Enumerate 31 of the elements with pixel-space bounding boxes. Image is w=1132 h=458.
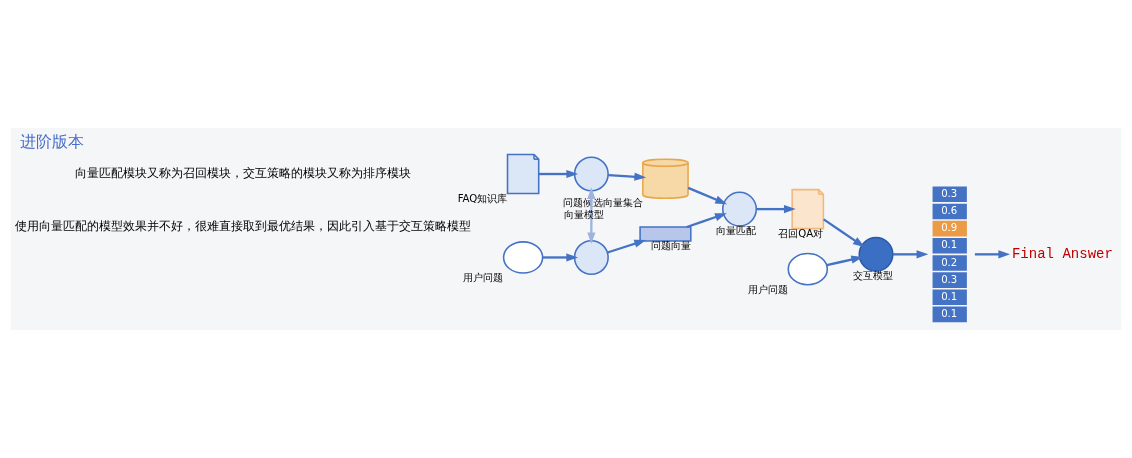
arrow: [892, 250, 929, 259]
node-circle: [573, 156, 609, 192]
label: 向量匹配模块又称为召回模块，交互策略的模块又称为排序模块: [74, 165, 411, 180]
node-circle: [573, 239, 609, 275]
arrow: [608, 172, 647, 181]
node-label: FAQ知识库: [457, 192, 508, 204]
node-bubble: [502, 241, 544, 274]
arrow: [687, 186, 727, 205]
node-label: 用户问题: [748, 283, 788, 295]
arrow: [539, 169, 579, 179]
arrow: [587, 187, 596, 245]
arrow: [607, 239, 647, 254]
node-label: 召回QA对: [778, 227, 824, 239]
node-bubble: [787, 252, 829, 286]
arrow: [542, 253, 579, 262]
node-bar: [639, 226, 692, 242]
node-label: 交互模型: [852, 270, 893, 282]
node-label: 问题向量: [650, 240, 691, 252]
diagram-title: 进阶版本: [20, 132, 85, 151]
node-circle: [858, 236, 894, 272]
arrow: [826, 255, 863, 267]
edge-label: 向量模型: [563, 209, 604, 221]
arrow: [686, 213, 727, 229]
arrow: [823, 218, 865, 248]
node-text: Final Answer: [1011, 245, 1113, 262]
node-label: 向量匹配: [716, 224, 757, 236]
node-circle: [722, 191, 758, 227]
node-label: 用户问题: [463, 272, 504, 284]
arrow: [756, 205, 796, 214]
label: 使用向量匹配的模型效果并不好，很难直接取到最优结果，因此引入基于交互策略模型: [14, 218, 471, 233]
arrow: [974, 250, 1011, 259]
